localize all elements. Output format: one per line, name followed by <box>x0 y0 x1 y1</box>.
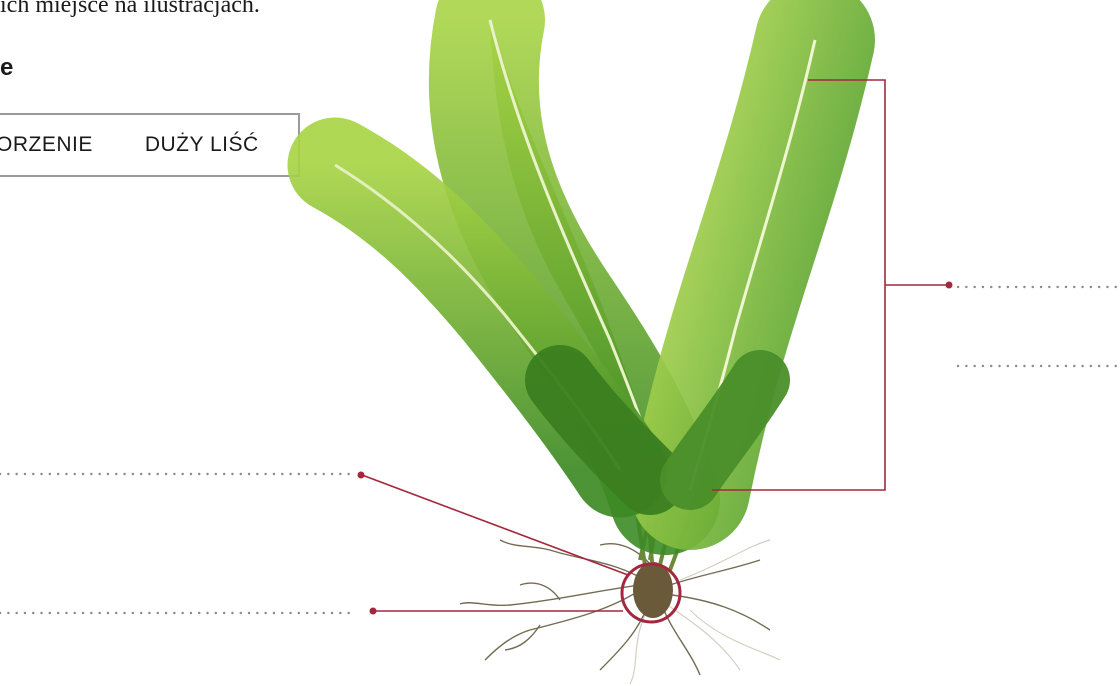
fern-illustration <box>0 0 1120 686</box>
